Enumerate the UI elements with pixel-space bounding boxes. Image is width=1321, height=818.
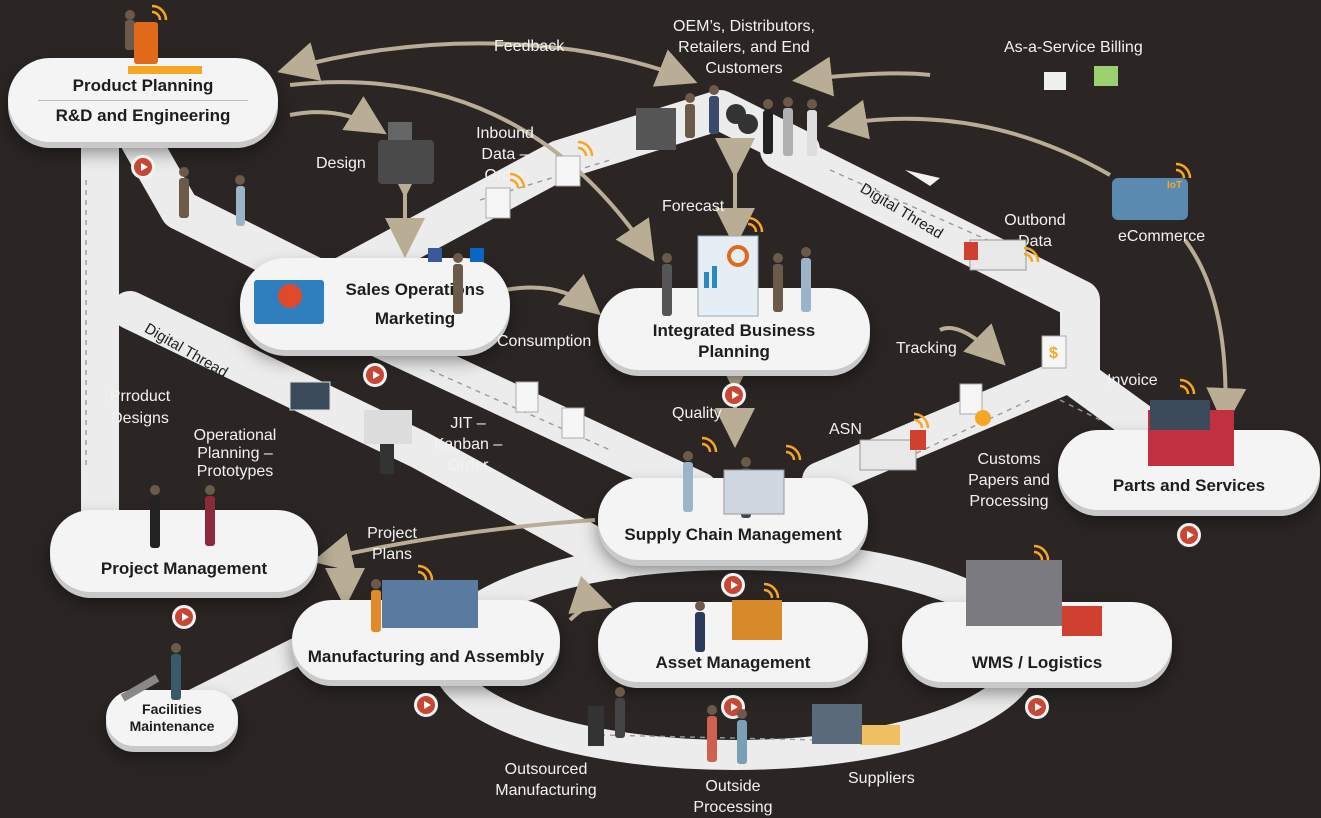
node-wms-label: WMS / Logistics: [971, 652, 1103, 672]
orange-highlight-bar: [128, 66, 202, 74]
label-forecast: Forecast: [662, 198, 725, 215]
node-divider: [37, 99, 249, 101]
label-suppliers: Suppliers: [848, 770, 915, 787]
label-outbond-data: Outbond Data: [1004, 212, 1066, 250]
node-facilities-label: Facilities Maintenance: [129, 701, 215, 734]
label-feedback: Feedback: [494, 38, 565, 55]
label-inbound-data-order: Inbound Data – Order: [476, 125, 534, 184]
node-supply-chain-management[interactable]: Supply Chain Management: [598, 478, 868, 594]
play-icon[interactable]: [175, 608, 193, 626]
node-asset-management[interactable]: Asset Management: [598, 602, 868, 716]
node-facilities-maintenance[interactable]: Facilities Maintenance: [106, 690, 238, 746]
node-wms-logistics[interactable]: WMS / Logistics: [902, 602, 1172, 716]
label-outsourced-manufacturing: Outsourced Manufacturing: [495, 761, 597, 799]
label-consumption: Consumption: [497, 333, 592, 350]
node-integrated-business-planning[interactable]: Integrated Business Planning: [598, 288, 870, 404]
node-asset-management-label: Asset Management: [655, 652, 811, 672]
label-quality: Quality: [672, 405, 722, 422]
play-icon[interactable]: [1180, 526, 1198, 544]
label-ecommerce: eCommerce: [1118, 228, 1206, 245]
label-prroduct-designs: Prroduct Designs: [109, 388, 171, 427]
label-invoice: Invoice: [1107, 372, 1158, 389]
node-scm-label: Supply Chain Management: [624, 524, 842, 544]
node-project-management[interactable]: Project Management: [50, 510, 318, 626]
node-manufacturing-assembly[interactable]: Manufacturing and Assembly: [292, 600, 560, 714]
node-ibp-label: Integrated Business Planning: [652, 321, 816, 361]
label-tracking: Tracking: [896, 340, 957, 357]
play-icon[interactable]: [725, 386, 743, 404]
label-jit-kanban: JIT – Kanban – Order: [433, 415, 503, 474]
play-icon[interactable]: [134, 158, 152, 176]
node-sales-operations-label: Sales Operations: [345, 280, 485, 299]
play-icon[interactable]: [1028, 698, 1046, 716]
node-project-management-label: Project Management: [100, 558, 268, 578]
node-marketing-label: Marketing: [374, 309, 456, 328]
node-rd-engineering-label: R&D and Engineering: [55, 105, 231, 125]
label-design: Design: [316, 155, 366, 172]
label-operational-planning: Operational Planning – Prototypes: [193, 427, 277, 480]
play-icon[interactable]: [724, 576, 742, 594]
play-icon[interactable]: [366, 366, 384, 384]
node-sales-operations-marketing[interactable]: Sales Operations Marketing: [240, 258, 510, 384]
label-project-plans: Project Plans: [367, 525, 417, 563]
label-asn: ASN: [829, 421, 862, 438]
node-parts-and-services[interactable]: Parts and Services: [1058, 430, 1320, 544]
node-product-planning-label: Product Planning: [72, 75, 214, 95]
node-parts-services-label: Parts and Services: [1112, 475, 1266, 495]
label-outside-processing: Outside Processing: [693, 778, 773, 816]
label-oems: OEM’s, Distributors, Retailers, and End …: [673, 18, 815, 77]
label-customs-papers: Customs Papers and Processing: [968, 451, 1050, 510]
play-icon[interactable]: [724, 698, 742, 716]
label-as-a-service-billing: As-a-Service Billing: [1004, 39, 1143, 56]
play-icon[interactable]: [417, 696, 435, 714]
node-manufacturing-label: Manufacturing and Assembly: [307, 646, 545, 666]
